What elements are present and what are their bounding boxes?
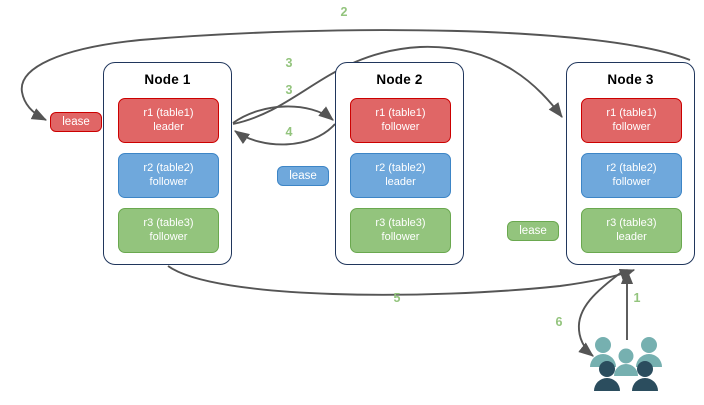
- node-container-node3[interactable]: Node 3 r1 (table1) follower r2 (table2) …: [566, 62, 695, 265]
- replica-role: leader: [616, 230, 647, 243]
- replica-r1-node3[interactable]: r1 (table1) follower: [581, 98, 682, 143]
- replica-role: follower: [381, 120, 420, 133]
- replica-name: r2 (table2): [375, 162, 426, 174]
- replica-role: follower: [612, 120, 651, 133]
- replica-r3-node1[interactable]: r3 (table3) follower: [118, 208, 219, 253]
- replica-role: leader: [153, 120, 184, 133]
- step-label-1: 1: [633, 291, 641, 305]
- node-container-node2[interactable]: Node 2 r1 (table1) follower r2 (table2) …: [335, 62, 464, 265]
- arrow-step-3-to-node2: [232, 105, 334, 124]
- replica-role: follower: [612, 175, 651, 188]
- replica-name: r2 (table2): [606, 162, 657, 174]
- replica-role: follower: [149, 230, 188, 243]
- replica-r3-node3[interactable]: r3 (table3) leader: [581, 208, 682, 253]
- step-label-4: 4: [285, 125, 293, 139]
- replica-name: r1 (table1): [606, 107, 657, 119]
- lease-badge-green[interactable]: lease: [507, 221, 559, 241]
- node-container-node1[interactable]: Node 1 r1 (table1) leader r2 (table2) fo…: [103, 62, 232, 265]
- replica-name: r1 (table1): [143, 107, 194, 119]
- replica-name: r2 (table2): [143, 162, 194, 174]
- replica-role: follower: [149, 175, 188, 188]
- node-title: Node 3: [607, 72, 654, 87]
- replica-name: r3 (table3): [375, 217, 426, 229]
- replica-name: r3 (table3): [606, 217, 657, 229]
- step-label-5: 5: [393, 291, 401, 305]
- step-label-2: 2: [340, 5, 348, 19]
- replica-r1-node1[interactable]: r1 (table1) leader: [118, 98, 219, 143]
- lease-badge-red[interactable]: lease: [50, 112, 102, 132]
- replica-name: r3 (table3): [143, 217, 194, 229]
- replica-r2-node3[interactable]: r2 (table2) follower: [581, 153, 682, 198]
- replica-r2-node1[interactable]: r2 (table2) follower: [118, 153, 219, 198]
- step-label-3-a: 3: [285, 56, 293, 70]
- step-label-6: 6: [555, 315, 563, 329]
- replica-name: r1 (table1): [375, 107, 426, 119]
- node-title: Node 2: [376, 72, 423, 87]
- replica-r2-node2[interactable]: r2 (table2) leader: [350, 153, 451, 198]
- replica-r1-node2[interactable]: r1 (table1) follower: [350, 98, 451, 143]
- replica-role: follower: [381, 230, 420, 243]
- lease-badge-blue[interactable]: lease: [277, 166, 329, 186]
- users-group-icon: [590, 337, 662, 391]
- replica-role: leader: [385, 175, 416, 188]
- step-label-3-b: 3: [285, 83, 293, 97]
- replica-r3-node2[interactable]: r3 (table3) follower: [350, 208, 451, 253]
- node-title: Node 1: [144, 72, 191, 87]
